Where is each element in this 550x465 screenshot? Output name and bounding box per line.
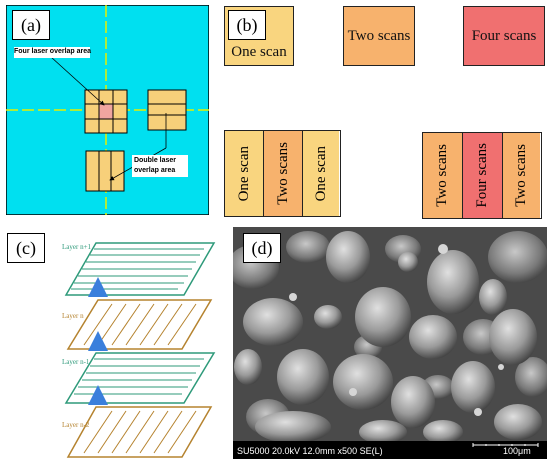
strip-one-two-one: One scan Two scans One scan [224,130,341,217]
strip-right-cell-1-text: Two scans [434,144,450,207]
layer-label-n-minus-2: Layer n-2 [62,421,90,429]
strip-right-cell-2-text: Four scans [474,143,490,208]
scan-box-four-text: Four scans [471,27,537,44]
strip-left-cell-2: Two scans [264,131,303,216]
strip-left-cell-1-text: One scan [235,145,252,202]
panel-c-diagram [64,242,216,458]
strip-right-cell-2: Four scans [463,133,503,218]
strip-right-cell-3-text: Two scans [513,144,529,207]
panel-d: (d) SU5000 20.0kV 12.0mm x500 SE(L) 100μ… [233,227,547,459]
layer-n [66,299,213,350]
strip-two-four-two: Two scans Four scans Two scans [422,132,542,219]
layer-n-minus-2 [66,406,213,458]
strip-left-cell-3: One scan [303,131,339,216]
layer-n-minus-1 [64,352,216,404]
strip-left-cell-3-text: One scan [312,145,329,202]
scan-box-one-text: One scan [231,43,287,60]
panel-a-label: (a) [12,10,50,40]
layer-n-plus-1 [64,242,216,296]
layer-label-n: Layer n [62,312,84,320]
scan-box-two: Two scans [343,6,415,66]
scan-box-four: Four scans [463,6,545,66]
strip-left-cell-1: One scan [225,131,264,216]
four-overlap-label: Four laser overlap area [14,48,92,55]
strip-right-cell-1: Two scans [423,133,463,218]
layer-label-n-plus-1: Layer n+1 [62,243,92,251]
panel-c: (c) Layer n+1 Layer n Layer n-1 Layer n-… [6,225,228,460]
double-overlap-horizontal [147,89,187,131]
double-overlap-label: Double laser overlap area [134,157,177,174]
panel-a: (a) Four laser overlap area Double laser… [5,4,210,216]
sem-micrograph [233,227,547,459]
double-overlap-vertical [85,150,125,192]
panel-c-label: (c) [7,233,45,263]
panel-a-diagram [5,4,210,216]
sem-info-text: SU5000 20.0kV 12.0mm x500 SE(L) [237,446,383,456]
strip-left-cell-2-text: Two scans [274,142,291,205]
panel-b: One scan (b) Two scans Four scans One sc… [220,5,550,220]
panel-b-label: (b) [228,10,266,40]
panel-d-label: (d) [243,233,281,263]
four-overlap-grid [84,89,128,134]
strip-right-cell-3: Two scans [503,133,540,218]
scan-box-two-text: Two scans [347,27,411,44]
scale-bar-label: 100μm [503,446,531,456]
layer-label-n-minus-1: Layer n-1 [62,358,90,366]
